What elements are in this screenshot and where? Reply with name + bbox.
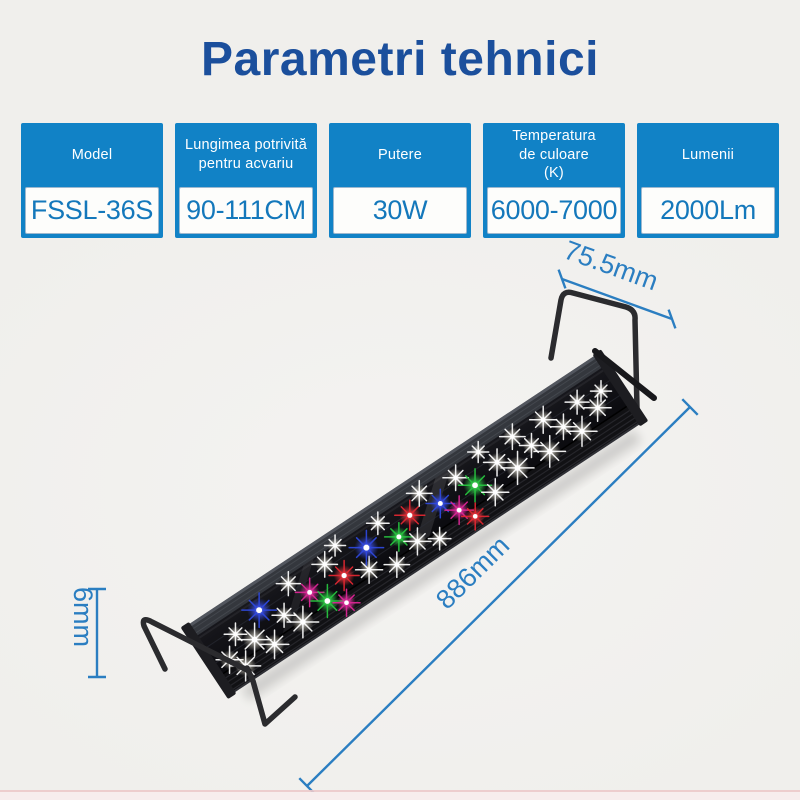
heatsink-fin bbox=[225, 414, 640, 690]
spec-cell-color-temp: Temperatura de culoare (K) 6000-7000 bbox=[483, 123, 625, 238]
led-white bbox=[311, 550, 339, 578]
spec-value-length: 90-111CM bbox=[179, 187, 313, 234]
led-magenta bbox=[294, 577, 325, 608]
bar-end-cap-right bbox=[593, 349, 648, 426]
spec-header-lumens: Lumenii bbox=[681, 146, 735, 163]
led-white bbox=[481, 478, 510, 507]
dimension-label-thickness: 6mm bbox=[68, 587, 98, 647]
spec-header-power: Putere bbox=[378, 146, 422, 163]
dimension-thickness: 6mm bbox=[68, 587, 106, 679]
led-white bbox=[589, 379, 613, 403]
spec-table: Model FSSL-36S Lungimea potrivită pentru… bbox=[21, 123, 779, 238]
led-red bbox=[394, 499, 426, 532]
led-white bbox=[275, 570, 302, 597]
spec-value-color-temp: 6000-7000 bbox=[487, 187, 621, 234]
led-white bbox=[564, 389, 590, 415]
led-white bbox=[466, 440, 490, 464]
led-white bbox=[223, 622, 248, 647]
led-white bbox=[365, 511, 390, 536]
led-green bbox=[310, 583, 345, 619]
led-white bbox=[405, 479, 433, 507]
spec-cell-power: Putere 30W bbox=[329, 123, 471, 238]
led-white bbox=[482, 448, 512, 477]
bar-fin-line bbox=[188, 357, 603, 633]
bottom-accent-line bbox=[0, 790, 800, 792]
led-white bbox=[442, 464, 470, 492]
heatsink-fin bbox=[220, 406, 635, 682]
mounting-bracket-left-upper bbox=[140, 617, 252, 674]
led-green bbox=[457, 468, 493, 503]
led-white bbox=[286, 605, 320, 639]
spec-header-model: Model bbox=[71, 146, 113, 163]
led-white bbox=[583, 393, 612, 422]
led-white bbox=[518, 432, 545, 459]
bar-fin-line bbox=[190, 361, 605, 637]
led-white bbox=[528, 405, 558, 435]
product-photo: 75.5mm 886mm 6mm bbox=[0, 240, 800, 800]
spec-value-power: 30W bbox=[333, 187, 467, 234]
led-white bbox=[500, 450, 535, 486]
led-red bbox=[460, 502, 490, 531]
dimension-tick bbox=[681, 398, 699, 416]
led-white bbox=[427, 526, 452, 551]
bar-shadow bbox=[241, 429, 642, 701]
dimension-line bbox=[561, 277, 673, 321]
led-red bbox=[328, 559, 360, 592]
led-magenta bbox=[332, 588, 361, 617]
led-layer bbox=[215, 379, 613, 682]
spec-cell-lumens: Lumenii 2000Lm bbox=[637, 123, 779, 238]
mounting-bracket-left-lower bbox=[244, 665, 298, 727]
page-title: Parametri tehnici bbox=[201, 33, 599, 86]
led-white bbox=[237, 622, 272, 657]
spec-header-color-temp: Temperatura de culoare (K) bbox=[512, 127, 596, 182]
light-bar bbox=[181, 349, 648, 701]
spec-value-lumens: 2000Lm bbox=[641, 187, 775, 234]
dimension-line bbox=[306, 406, 691, 787]
spec-cell-length: Lungimea potrivită pentru acvariu 90-111… bbox=[175, 123, 317, 238]
led-white bbox=[259, 629, 290, 660]
mounting-bracket-right bbox=[548, 289, 640, 411]
led-white bbox=[383, 551, 411, 579]
led-blue bbox=[425, 488, 456, 519]
led-white bbox=[403, 527, 432, 556]
led-white bbox=[271, 602, 297, 629]
bar-far-rail-highlight bbox=[183, 351, 602, 631]
led-white bbox=[354, 555, 384, 585]
led-blue bbox=[348, 529, 385, 566]
dimension-tick bbox=[667, 309, 677, 329]
led-white bbox=[498, 423, 526, 451]
led-white bbox=[533, 434, 567, 468]
led-blue bbox=[241, 592, 278, 629]
heatsink-bottom-highlight bbox=[227, 418, 646, 697]
spec-value-model: FSSL-36S bbox=[25, 187, 159, 234]
spec-cell-model: Model FSSL-36S bbox=[21, 123, 163, 238]
heatsink-fin bbox=[228, 418, 643, 693]
heatsink-fin bbox=[223, 410, 638, 686]
bottom-accent-tint bbox=[0, 792, 800, 800]
led-magenta bbox=[444, 495, 475, 526]
bracket-crossbar bbox=[592, 348, 657, 401]
led-white bbox=[323, 534, 347, 557]
spec-header-length: Lungimea potrivită pentru acvariu bbox=[184, 137, 308, 172]
bar-far-rail bbox=[184, 353, 608, 641]
dimension-tick bbox=[557, 269, 567, 289]
led-white bbox=[566, 415, 598, 448]
